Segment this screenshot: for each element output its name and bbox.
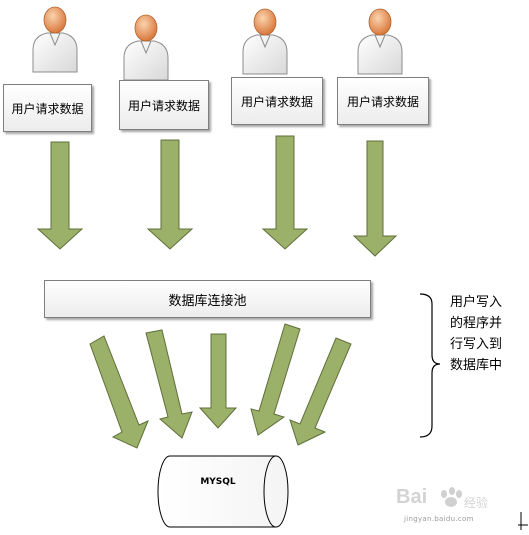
- arrow-down-3: [261, 135, 309, 250]
- connection-pool-box: 数据库连接池: [44, 280, 371, 318]
- user-figure-1: [32, 6, 78, 73]
- user-request-box-3: 用户请求数据: [231, 77, 323, 125]
- watermark-url: jingyan.baidu.com: [404, 515, 474, 523]
- arrow-down-2: [146, 139, 194, 250]
- user-request-label-4: 用户请求数据: [346, 94, 419, 109]
- mysql-label: MYSQL: [200, 477, 236, 487]
- side-note: 用户写入 的程序并 行写入到 数据库中: [450, 292, 526, 376]
- mysql-cylinder: [157, 455, 289, 528]
- user-request-box-2: 用户请求数据: [119, 80, 209, 130]
- side-note-line-2: 的程序并: [450, 316, 503, 331]
- user-request-box-4: 用户请求数据: [337, 77, 429, 125]
- curly-brace: [419, 293, 441, 438]
- arrow-down-4: [352, 140, 398, 257]
- user-request-label-3: 用户请求数据: [240, 94, 313, 109]
- arrow-converge-5: [289, 337, 352, 446]
- text-cursor-icon: [518, 512, 528, 530]
- arrow-converge-3: [198, 333, 238, 429]
- user-request-box-1: 用户请求数据: [3, 84, 92, 132]
- user-request-label-1: 用户请求数据: [11, 101, 84, 116]
- side-note-line-3: 行写入到: [450, 337, 503, 352]
- watermark-cn: 经验: [464, 496, 489, 510]
- user-request-label-2: 用户请求数据: [127, 98, 200, 113]
- user-figure-4: [357, 8, 403, 75]
- arrow-converge-1: [89, 335, 149, 449]
- side-note-line-4: 数据库中: [450, 358, 503, 373]
- user-figure-2: [123, 14, 169, 81]
- side-note-line-1: 用户写入: [450, 295, 503, 310]
- arrow-down-1: [36, 141, 84, 250]
- connection-pool-label: 数据库连接池: [168, 293, 247, 309]
- arrow-converge-2: [145, 329, 193, 439]
- arrow-converge-4: [250, 323, 301, 436]
- watermark-paw-icon: [441, 487, 462, 507]
- watermark-brand: Bai: [396, 486, 428, 508]
- user-figure-3: [242, 8, 288, 75]
